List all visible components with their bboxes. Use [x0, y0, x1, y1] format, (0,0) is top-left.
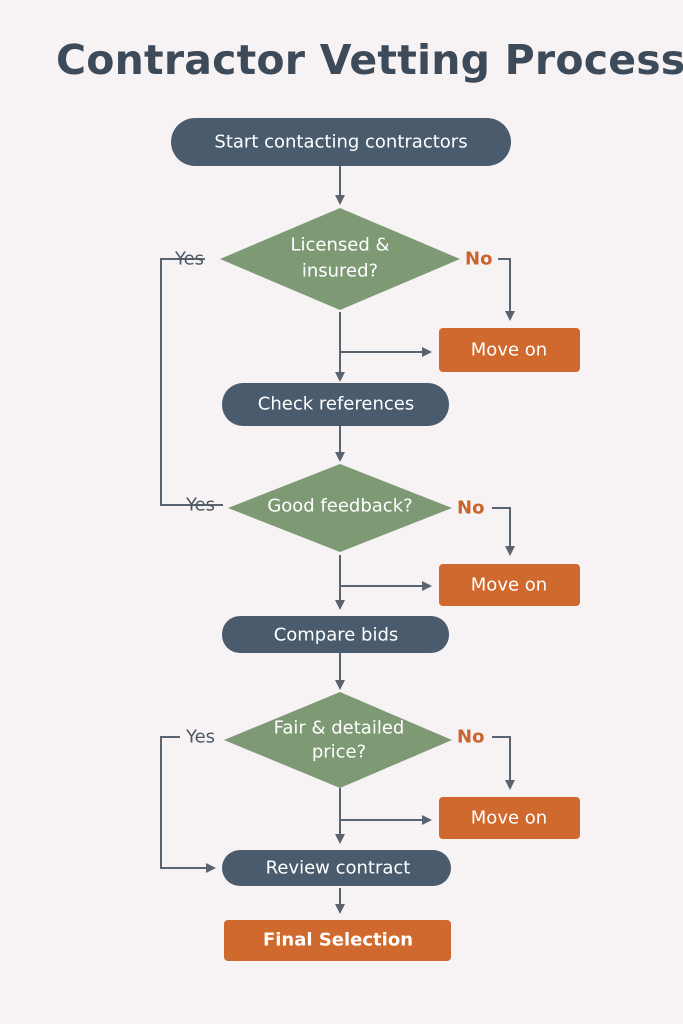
- move-on-label-2: Move on: [471, 575, 547, 596]
- no-label-3: No: [457, 727, 484, 748]
- check-references-node: Check references: [222, 383, 449, 426]
- decision-3-line-2: price?: [312, 742, 366, 763]
- edge-q3-yes: [160, 736, 216, 873]
- move-on-node-3: Move on: [439, 797, 580, 839]
- page-title: Contractor Vetting Process: [56, 36, 683, 84]
- review-contract-node: Review contract: [222, 850, 451, 886]
- move-on-node-1: Move on: [439, 328, 580, 372]
- decision-good-feedback: Good feedback?: [228, 464, 452, 552]
- compare-bids-node: Compare bids: [222, 616, 449, 653]
- move-on-label-3: Move on: [471, 808, 547, 829]
- compare-bids-label: Compare bids: [274, 625, 399, 646]
- decision-1-line-1: Licensed &: [290, 235, 389, 256]
- final-selection-label: Final Selection: [263, 930, 413, 951]
- start-node-label: Start contacting contractors: [214, 132, 467, 153]
- move-on-label-1: Move on: [471, 340, 547, 361]
- check-references-label: Check references: [258, 394, 414, 415]
- no-label-2: No: [457, 498, 484, 519]
- edge-q3-no: [492, 736, 515, 790]
- edges: [160, 166, 515, 914]
- edge-q1-yes: [160, 258, 223, 506]
- move-on-node-2: Move on: [439, 564, 580, 606]
- no-label-1: No: [465, 249, 492, 270]
- final-selection-node: Final Selection: [224, 920, 451, 961]
- yes-label-3: Yes: [185, 727, 215, 748]
- decision-2-line-1: Good feedback?: [267, 496, 412, 517]
- decision-fair-detailed-price: Fair & detailed price?: [224, 692, 452, 788]
- start-node: Start contacting contractors: [171, 118, 511, 166]
- edge-q2-no: [492, 507, 515, 556]
- yes-label-1: Yes: [174, 249, 204, 270]
- edge-q1-no: [498, 258, 515, 321]
- decision-licensed-insured: Licensed & insured?: [220, 208, 460, 310]
- review-contract-label: Review contract: [266, 858, 411, 879]
- decision-1-line-2: insured?: [302, 261, 378, 282]
- decision-3-line-1: Fair & detailed: [274, 718, 405, 739]
- yes-label-2: Yes: [185, 495, 215, 516]
